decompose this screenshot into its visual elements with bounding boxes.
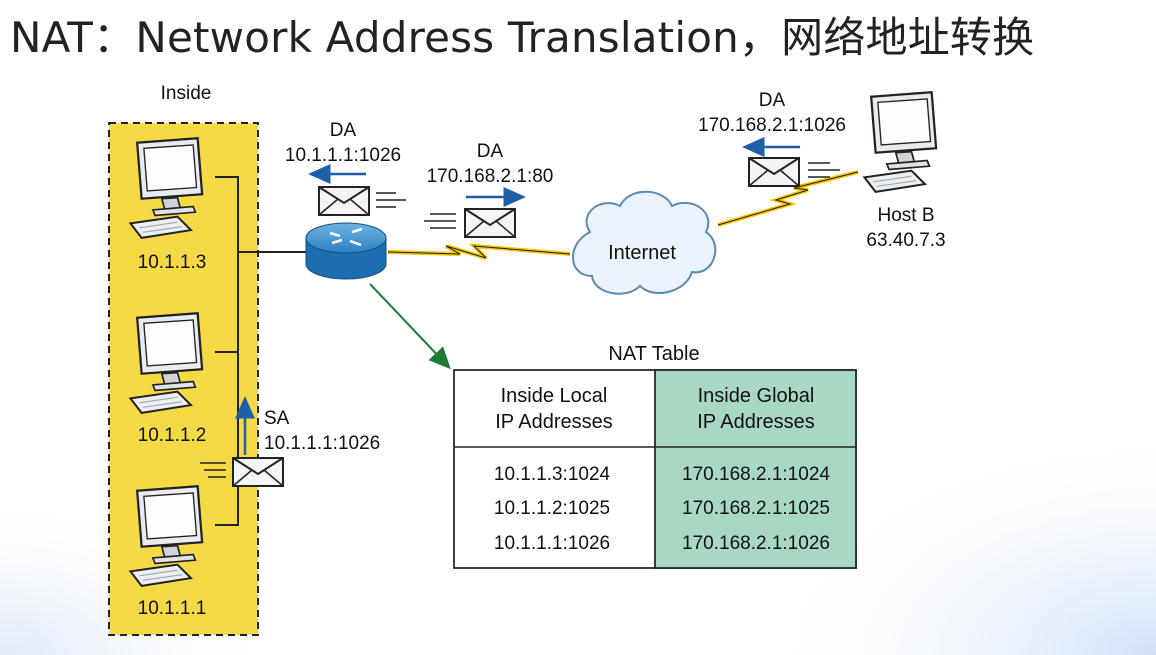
host-ip-label: 10.1.1.3 bbox=[138, 252, 207, 273]
host-ip-label: 10.1.1.2 bbox=[138, 425, 207, 446]
router-icon bbox=[305, 222, 387, 280]
col-header-local: Inside Local bbox=[501, 385, 608, 407]
envelope-icon bbox=[317, 186, 371, 216]
page-title: NAT：Network Address Translation，网络地址转换 bbox=[10, 13, 1035, 62]
da-label: DA bbox=[330, 120, 357, 141]
table-cell-local: 10.1.1.2:1025 bbox=[494, 498, 610, 519]
router-to-table-arrow bbox=[369, 283, 451, 370]
da-label: DA bbox=[477, 141, 504, 162]
da-label: DA bbox=[759, 90, 786, 111]
sa-label: SA bbox=[264, 408, 290, 429]
col-header-local: IP Addresses bbox=[495, 411, 612, 433]
table-cell-local: 10.1.1.3:1024 bbox=[494, 464, 611, 485]
hostb-name: Host B bbox=[877, 205, 934, 226]
da-address: 170.168.2.1:80 bbox=[427, 166, 554, 187]
internet-label: Internet bbox=[608, 242, 676, 264]
col-header-global: IP Addresses bbox=[697, 411, 814, 433]
table-cell-global: 170.168.2.1:1025 bbox=[682, 498, 830, 519]
table-cell-global: 170.168.2.1:1024 bbox=[682, 464, 830, 485]
envelope-icon bbox=[747, 157, 801, 187]
sa-address: 10.1.1.1:1026 bbox=[264, 433, 380, 454]
inside-global-column bbox=[654, 369, 857, 569]
nat-table-caption: NAT Table bbox=[608, 343, 699, 365]
da-address: 170.168.2.1:1026 bbox=[698, 115, 846, 136]
col-header-global: Inside Global bbox=[698, 385, 815, 407]
host-ip-label: 10.1.1.1 bbox=[138, 598, 207, 619]
envelope-icon bbox=[463, 208, 517, 238]
envelope-icon bbox=[231, 457, 285, 487]
internet-cloud-icon bbox=[572, 190, 717, 295]
pc-icon bbox=[863, 91, 938, 194]
da-address: 10.1.1.1:1026 bbox=[285, 145, 401, 166]
nat-table: NAT Table Inside Local IP Addresses Insi… bbox=[453, 343, 857, 569]
table-cell-local: 10.1.1.1:1026 bbox=[494, 533, 610, 554]
sa-packet bbox=[200, 396, 285, 487]
inside-label: Inside bbox=[161, 83, 212, 104]
table-cell-global: 170.168.2.1:1026 bbox=[682, 533, 830, 554]
hostb-ip: 63.40.7.3 bbox=[866, 230, 945, 251]
